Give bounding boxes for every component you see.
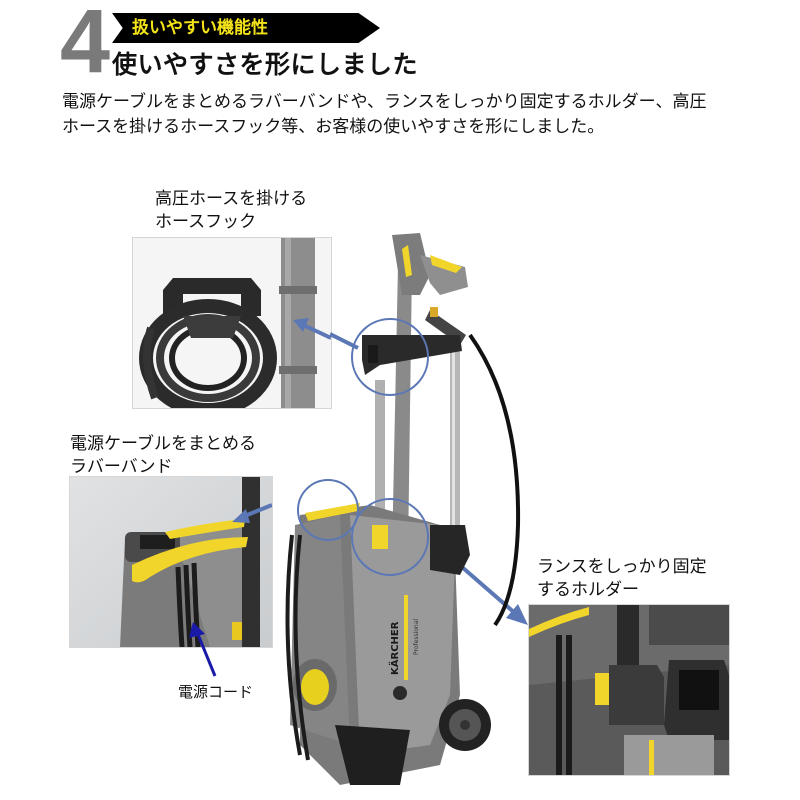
hose-hook-label-line-2: ホースフック <box>155 212 257 232</box>
rubber-band-label: 電源ケーブルをまとめる ラバーバンド <box>70 433 256 479</box>
hose-hook-inset-image <box>132 237 332 409</box>
banner-background <box>112 13 380 43</box>
section-number: 4 <box>60 0 110 92</box>
description-line-1: 電源ケーブルをまとめるラバーバンドや、ランスをしっかり固定するホルダー、高圧 <box>62 92 707 112</box>
lance-holder-label-line-1: ランスをしっかり固定 <box>537 557 707 577</box>
rubber-band-photo <box>70 477 272 647</box>
hose-hook-label-line-1: 高圧ホースを掛ける <box>155 189 308 209</box>
brand-logo: KÄRCHER <box>387 621 401 675</box>
hose-hook-label: 高圧ホースを掛ける ホースフック <box>155 188 307 234</box>
pressure-washer-image: KÄRCHER Professional <box>280 225 530 795</box>
lance-holder-label-line-2: するホルダー <box>537 580 639 600</box>
rubber-band-label-line-2: ラバーバンド <box>70 457 173 477</box>
lance-holder-inset-image <box>528 604 730 776</box>
lance-holder-photo <box>529 605 729 775</box>
description-line-2: ホースを掛けるホースフック等、お客様の使いやすさを形にしました。 <box>62 117 605 137</box>
page-title: 使いやすさを形にしました <box>112 50 419 79</box>
rubber-band-label-line-1: 電源ケーブルをまとめる <box>70 434 256 454</box>
pressure-washer-illustration: KÄRCHER Professional <box>285 233 521 785</box>
banner-title: 扱いやすい機能性 <box>132 18 268 38</box>
power-cord-label: 電源コード <box>178 683 254 701</box>
hose-hook-arrow-tail-icon <box>330 332 359 350</box>
rubber-band-inset-image <box>69 476 273 648</box>
power-cord-arrow-icon <box>189 622 217 677</box>
hose-hook-photo <box>133 238 331 408</box>
sub-brand-logo: Professional <box>413 619 420 655</box>
description: 電源ケーブルをまとめるラバーバンドや、ランスをしっかり固定するホルダー、高圧 ホ… <box>62 90 762 140</box>
lance-holder-label: ランスをしっかり固定 するホルダー <box>537 556 707 602</box>
